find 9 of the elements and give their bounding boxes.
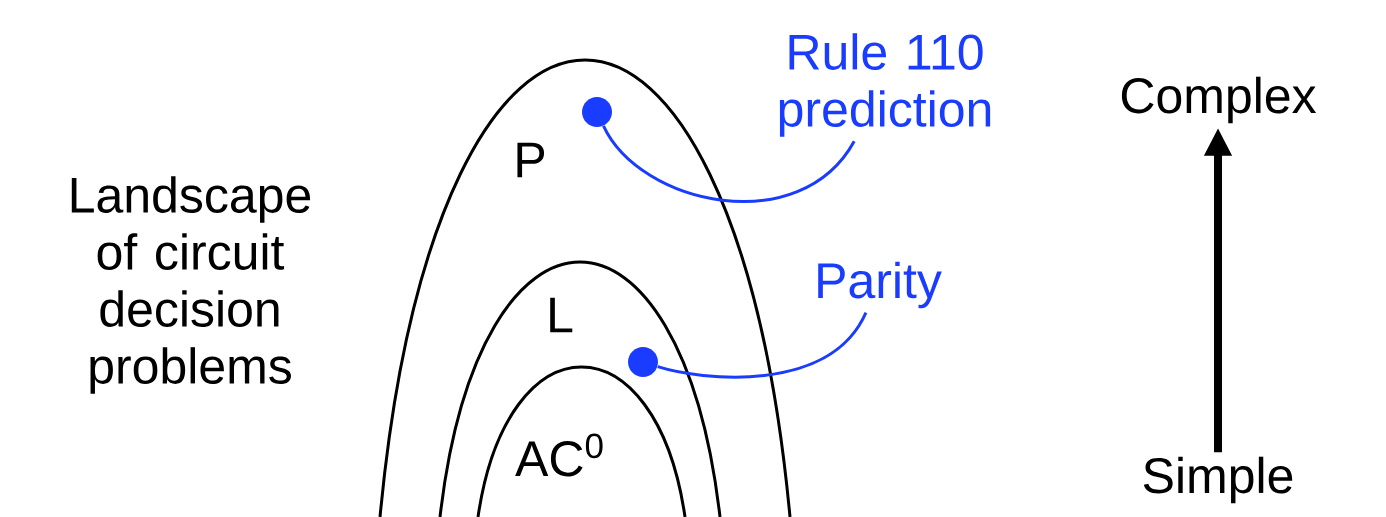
heading-text: Landscape of circuit decision problems xyxy=(71,176,311,394)
text-label: Parity xyxy=(818,261,942,309)
region-arch: AC$^{0}$ xyxy=(476,365,687,517)
text-label: Simple xyxy=(1143,456,1293,504)
leader-line xyxy=(602,125,856,203)
leader-line xyxy=(657,311,868,379)
dot xyxy=(582,97,612,127)
dot xyxy=(628,347,658,377)
text-label: Complex xyxy=(1121,76,1317,124)
